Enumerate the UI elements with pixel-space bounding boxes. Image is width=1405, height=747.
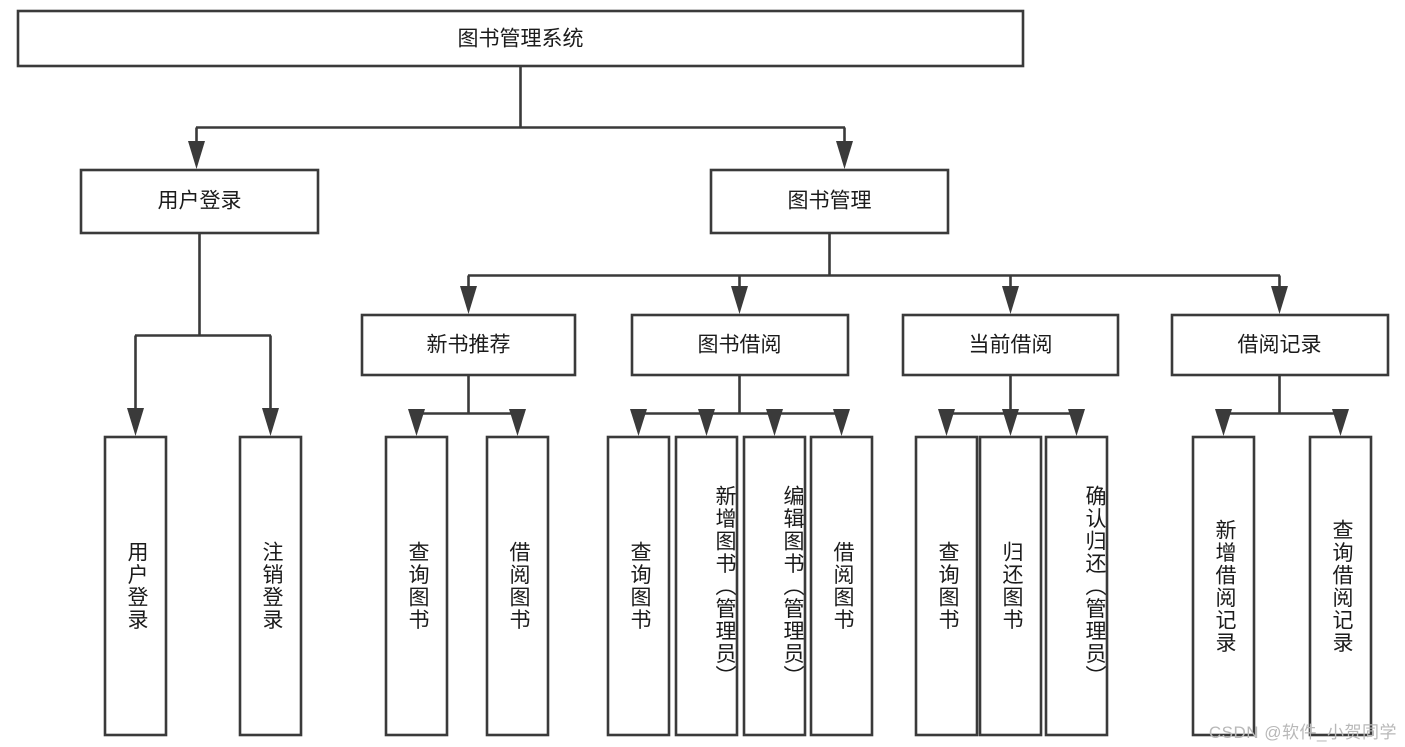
connector-borrowrecord-to-leaves (1215, 375, 1349, 436)
node-book-borrow[interactable]: 图书借阅 (630, 313, 850, 377)
node-user-login-box[interactable] (79, 168, 320, 235)
node-root-label: 图书管理系统 (458, 28, 584, 51)
leaf-box-query-book-3[interactable] (914, 435, 979, 737)
leaf-box-query-record[interactable] (1308, 435, 1373, 737)
connector-bookmgmt-to-level3 (460, 233, 1288, 314)
connector-root-to-level2 (188, 66, 853, 169)
node-book-borrow-box[interactable] (630, 313, 850, 377)
node-book-borrow-label: 图书借阅 (698, 334, 782, 357)
csdn-watermark: CSDN @软件_小贺同学 (1208, 723, 1397, 742)
node-book-management-box[interactable] (709, 168, 950, 235)
node-user-login[interactable]: 用户登录 (79, 168, 320, 235)
leaf-box-borrow-book-2[interactable] (809, 435, 874, 737)
node-book-management[interactable]: 图书管理 (709, 168, 950, 235)
node-borrow-record-box[interactable] (1170, 313, 1390, 377)
leaf-box-logout[interactable] (238, 435, 303, 737)
leaf-box-confirm-return[interactable] (1044, 435, 1109, 737)
connector-newbook-to-leaves (408, 375, 526, 436)
node-current-borrow[interactable]: 当前借阅 (901, 313, 1120, 377)
leaf-box-add-book[interactable] (674, 435, 739, 737)
node-new-book-recommend-box[interactable] (360, 313, 577, 377)
connector-userlogin-to-leaves (127, 233, 279, 436)
node-user-login-label: 用户登录 (158, 190, 242, 213)
leaf-box-user-login[interactable] (103, 435, 168, 737)
node-new-book-recommend[interactable]: 新书推荐 (360, 313, 577, 377)
node-borrow-record-label: 借阅记录 (1238, 334, 1322, 357)
leaf-box-edit-book[interactable] (742, 435, 807, 737)
node-book-management-label: 图书管理 (788, 190, 872, 213)
leaf-box-query-book-1[interactable] (384, 435, 449, 737)
node-current-borrow-box[interactable] (901, 313, 1120, 377)
leaf-box-query-book-2[interactable] (606, 435, 671, 737)
leaf-box-add-record[interactable] (1191, 435, 1256, 737)
leaf-box-return-book[interactable] (978, 435, 1043, 737)
connector-bookborrow-to-leaves (630, 375, 850, 436)
leaf-box-borrow-book-1[interactable] (485, 435, 550, 737)
node-new-book-recommend-label: 新书推荐 (427, 334, 511, 357)
node-root[interactable]: 图书管理系统 (16, 9, 1025, 68)
connector-currentborrow-to-leaves (938, 375, 1085, 436)
node-current-borrow-label: 当前借阅 (969, 334, 1053, 357)
node-borrow-record[interactable]: 借阅记录 (1170, 313, 1390, 377)
leaf-boxes (103, 435, 1373, 737)
node-root-box[interactable] (16, 9, 1025, 68)
